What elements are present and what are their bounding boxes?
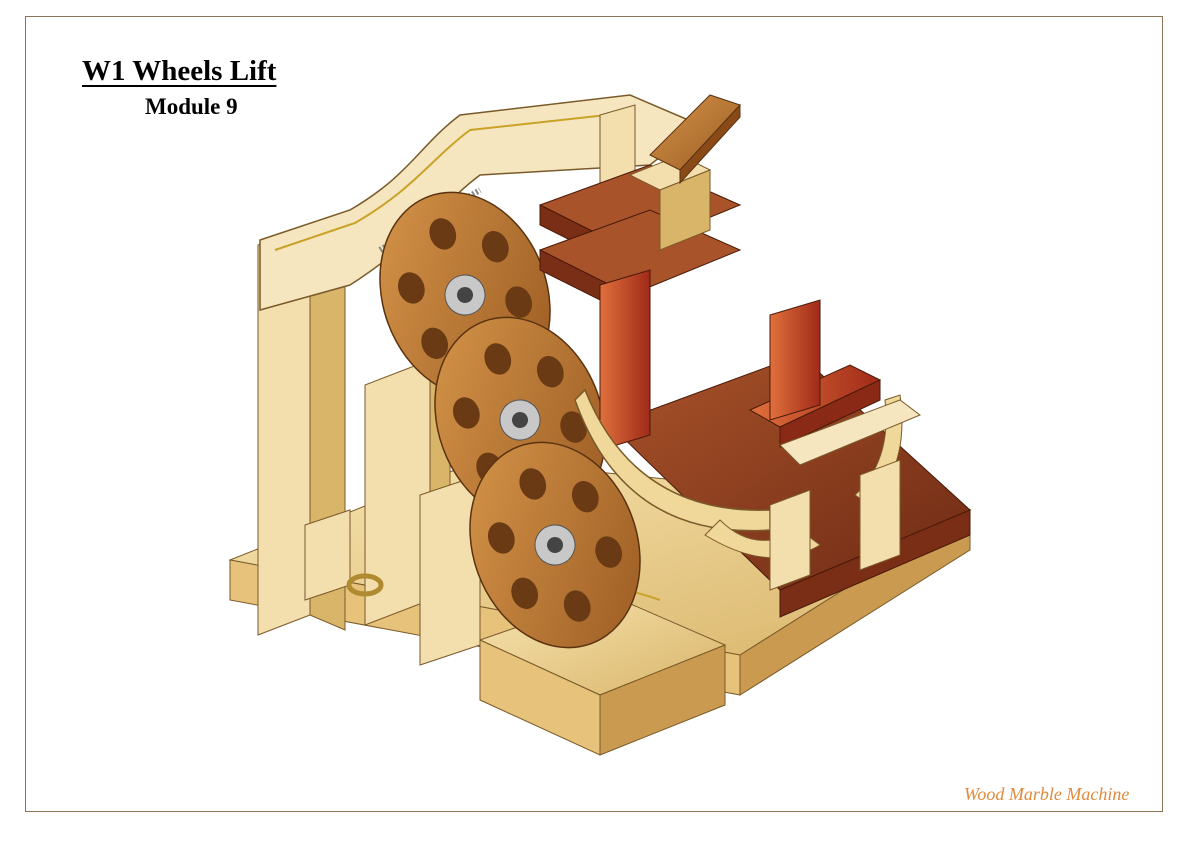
- brand-label: Wood Marble Machine: [964, 784, 1130, 804]
- right-supports: [769, 459, 901, 591]
- brass-ring: [346, 573, 384, 597]
- marble-machine-illustration: [228, 94, 972, 756]
- drawing-title: W1 Wheels Lift: [82, 55, 277, 87]
- drawing-subtitle: Module 9: [145, 94, 238, 119]
- left-small-block: [304, 509, 351, 601]
- red-cross-block: [748, 299, 882, 448]
- top-chute: [649, 94, 741, 185]
- wheel-bottom: [469, 441, 641, 649]
- right-tower: [538, 154, 742, 451]
- drawing-border: [25, 16, 1163, 812]
